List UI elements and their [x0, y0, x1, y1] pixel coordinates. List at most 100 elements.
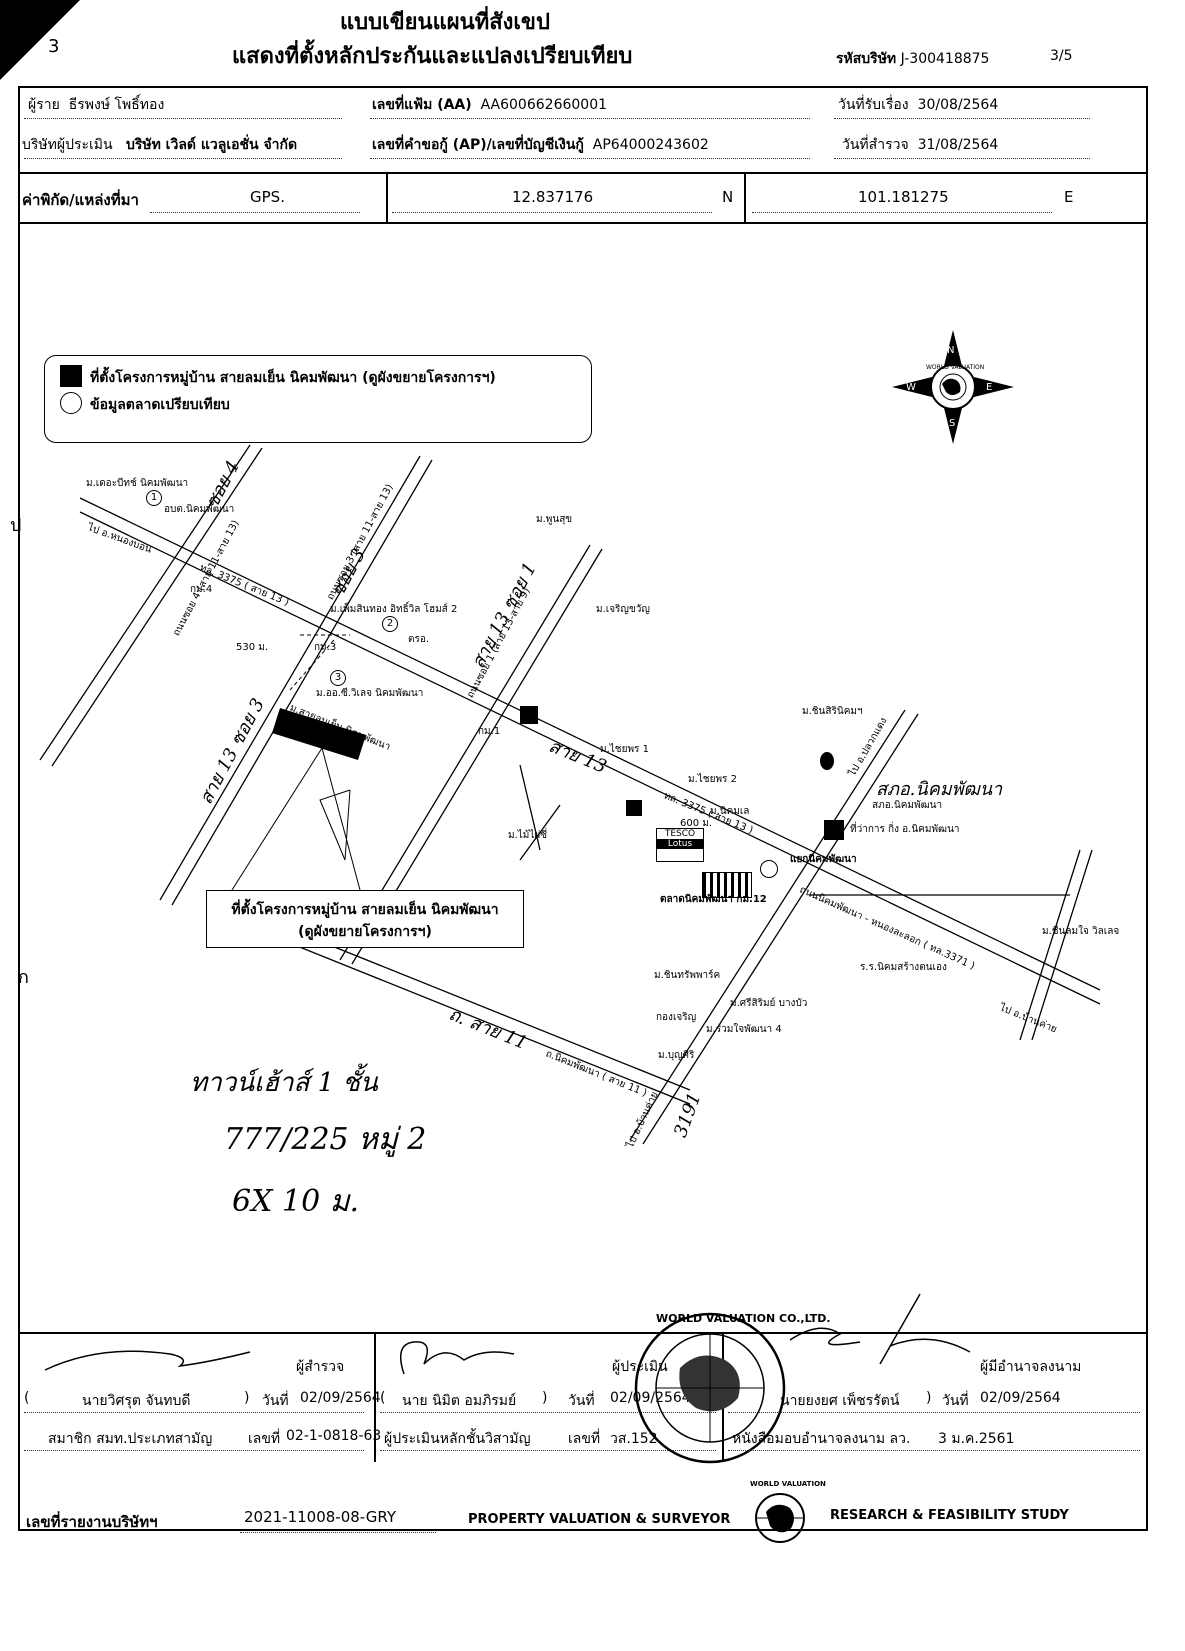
poi-530: 530 ม.: [236, 642, 269, 653]
side-mark-2: ก: [18, 967, 29, 988]
report-label: เลขที่รายงานบริษัทฯ: [26, 1513, 158, 1531]
company-stamp: [634, 1312, 786, 1464]
poi-chinpark: ม.ชินทรัพพาร์ค: [654, 970, 721, 981]
map-legend: [44, 355, 592, 443]
divider-sig-1: [374, 1332, 376, 1462]
project-callout: ที่ตั้งโครงการหมู่บ้าน สายลมเย็น นิคมพัฒ…: [206, 890, 524, 948]
note-line1: ทาวน์เฮ้าส์ 1 ชั้น: [190, 1068, 378, 1098]
compare-marker-2: 2: [382, 616, 398, 632]
survey-label: วันที่สำรวจ: [842, 137, 909, 153]
service-left: PROPERTY VALUATION & SURVEYOR: [468, 1512, 731, 1527]
company-code-value: J-300418875: [900, 51, 990, 67]
coords-lon-dir: E: [1064, 188, 1074, 206]
auth-signature: [789, 1293, 971, 1365]
divider-coords-1: [386, 172, 388, 222]
poi-police: ตรอ.: [408, 634, 430, 645]
report-no: 2021-11008-08-GRY: [244, 1508, 397, 1526]
poi-sirinikom: ม.ชินสิรินิคมฯ: [802, 706, 863, 717]
surveyor-role: ผู้สำรวจ: [296, 1359, 345, 1375]
poi-junction-label: แยกนิคมพัฒนา: [790, 854, 857, 865]
auth-role: ผู้มีอำนาจลงนาม: [980, 1359, 1082, 1375]
file-no-row: เลขที่แฟ้ม (AA) AA600662660001: [372, 94, 607, 116]
client-label: ผู้ราย: [28, 97, 60, 113]
loan-label: เลขที่คำขอกู้ (AP)/เลขที่บัญชีเงินกู้: [372, 137, 584, 153]
poi-600: 600 ม.: [680, 818, 713, 829]
corner-mark: [0, 0, 80, 80]
coords-label: ค่าพิกัด/แหล่งที่มา: [22, 191, 139, 209]
surveyor-no-label: เลขที่: [248, 1431, 281, 1447]
company-code: รหัสบริษัท J-300418875: [836, 48, 989, 70]
poi-school: ร.ร.นิคมสร้างตนเอง: [860, 962, 947, 973]
compass-brand: WORLD VALUATION: [926, 364, 985, 371]
appraiser-date: 02/09/2564: [610, 1390, 691, 1406]
note-line2: 777/225 หมู่ 2: [224, 1122, 427, 1157]
poi-icon-junction: [760, 860, 778, 878]
poi-niramon: ม.นิคมเล: [710, 806, 750, 817]
appraiser-name: นาย นิมิต อมภิรมย์: [402, 1393, 517, 1409]
poi-label-3: ม.ออ.ซี.วิเลจ นิคมพัฒนา: [316, 688, 424, 699]
service-right: RESEARCH & FEASIBILITY STUDY: [830, 1508, 1069, 1523]
poi-poonsuk: ม.พูนสุข: [536, 514, 573, 525]
survey-date: 31/08/2564: [917, 137, 999, 153]
note-line3: 6X 10 ม.: [232, 1184, 360, 1219]
poi-police2: สภอ.นิคมพัฒนา: [872, 800, 943, 811]
coords-source: GPS.: [250, 188, 285, 206]
poi-icon-fuel: [820, 752, 834, 770]
legend-project-swatch: [60, 365, 82, 387]
survey-row: วันที่สำรวจ 31/08/2564: [842, 134, 998, 156]
legend-item-project: ที่ตั้งโครงการหมู่บ้าน สายลมเย็น นิคมพัฒ…: [90, 370, 496, 386]
footer-logo-icon: [755, 1493, 805, 1543]
stamp-text: WORLD VALUATION CO.,LTD.: [656, 1312, 831, 1325]
file-no-label: เลขที่แฟ้ม (AA): [372, 97, 472, 113]
appraiser-no-label: เลขที่: [568, 1431, 601, 1447]
poi-label-obt: อบต.นิคมพัฒนา: [164, 504, 235, 515]
poi-icon-a: [520, 706, 538, 724]
surveyor-date-label: วันที่: [262, 1393, 289, 1409]
appraiser-level: ผู้ประเมินหลักชั้นวิสามัญ: [384, 1431, 531, 1447]
page-number: 3/5: [1050, 48, 1073, 64]
poi-boonsri: ม.บุญศิริ: [658, 1050, 695, 1061]
poi-charoen: ม.เจริญขวัญ: [596, 604, 650, 615]
appraiser-label: บริษัทผู้ประเมิน: [22, 137, 113, 153]
file-no-value: AA600662660001: [480, 97, 608, 113]
poi-icon-district: [824, 820, 844, 840]
coords-lat-dir: N: [722, 188, 734, 206]
auth-date: 02/09/2564: [980, 1390, 1061, 1406]
surveyor-no: 02-1-0818-63: [286, 1428, 382, 1444]
poi-sirirat: ม.ศรีสิริมย์ บางบัว: [730, 998, 808, 1009]
poi-charoen2: กองเจริญ: [656, 1012, 697, 1023]
corner-number: 3: [48, 36, 60, 57]
appraiser-signature: [399, 1341, 515, 1375]
poi-chaiyaporn2: ม.ไชยพร 2: [688, 774, 737, 785]
surveyor-date: 02/09/2564: [300, 1390, 381, 1406]
received-date: 30/08/2564: [917, 97, 999, 113]
poi-chaiyaporn: ม.ไชยพร 1: [600, 744, 649, 755]
compass-w: W: [906, 382, 916, 393]
compass-icon: [892, 330, 1014, 444]
appraiser-row: บริษัทผู้ประเมิน บริษัท เวิลด์ แวลูเอชั่…: [22, 134, 297, 156]
poi-km4: กม.4: [190, 584, 213, 595]
poi-km3: กม.3: [314, 642, 337, 653]
legend-compare-swatch: [60, 392, 82, 414]
divider-info: [18, 172, 1148, 174]
coords-lat: 12.837176: [512, 188, 594, 206]
compare-marker-3: 3: [330, 670, 346, 686]
appraiser-no: วส.152: [610, 1431, 658, 1447]
poi-sinlom: ม.ชื่นลมใจ วิลเลจ: [1042, 926, 1120, 937]
callout-line2: (ดูผังขยายโครงการฯ): [298, 924, 432, 940]
poi-maipao: ม.ไม้ไผ่ซี่: [508, 830, 548, 841]
legend-item-compare: ข้อมูลตลาดเปรียบเทียบ: [90, 397, 230, 413]
compare-marker-1: 1: [146, 490, 162, 506]
client-name: ธีรพงษ์ โพธิ์ทอง: [68, 97, 165, 113]
callout-line1: ที่ตั้งโครงการหมู่บ้าน สายลมเย็น นิคมพัฒ…: [231, 902, 499, 918]
main-frame: [18, 86, 1148, 1531]
hw-police: สภอ.นิคมพัฒนา: [876, 779, 1003, 800]
compass-n: N: [947, 345, 955, 356]
poi-tesco-lotus: TESCO Lotus: [656, 828, 704, 862]
compass-s: S: [949, 418, 956, 429]
poi-km1: กม.1: [478, 726, 501, 737]
appraiser-company: บริษัท เวิลด์ แวลูเอชั่น จำกัด: [125, 137, 298, 153]
loan-no: AP64000243602: [592, 137, 709, 153]
received-row: วันที่รับเรื่อง 30/08/2564: [838, 94, 998, 116]
